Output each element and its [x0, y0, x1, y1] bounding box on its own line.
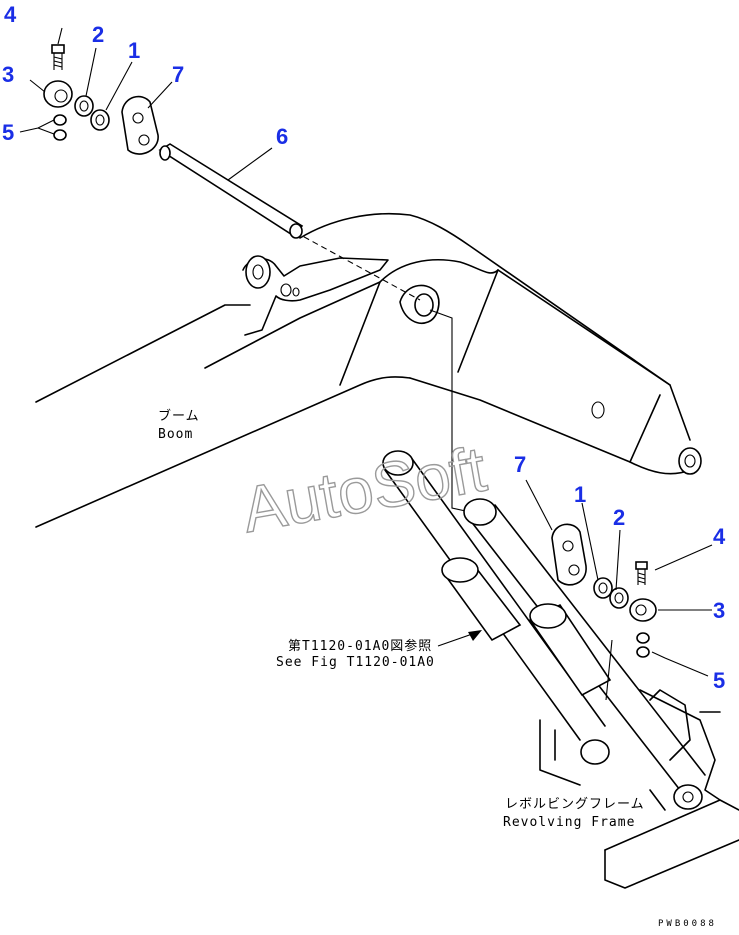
- retainer-plate-icon: [121, 95, 159, 155]
- boom: [35, 212, 702, 528]
- watermark: AutoSoft: [237, 433, 491, 547]
- boom-cylinders: [382, 450, 706, 810]
- shim-icon: [593, 577, 613, 599]
- boom-foot-boss: [245, 255, 271, 289]
- callout-bottom-3: 3: [713, 598, 725, 623]
- see-fig-label-en: See Fig T1120-01A0: [276, 655, 435, 670]
- boom-tip-pin-boss: [678, 447, 702, 475]
- callout-top-7: 7: [172, 62, 184, 87]
- retainer-plate-icon: [551, 523, 587, 586]
- lock-washer-icon: [629, 598, 657, 622]
- shim-icon: [609, 587, 629, 609]
- callout-top-4: 4: [4, 2, 17, 27]
- shim-icon: [74, 95, 94, 117]
- callout-bottom-5: 5: [713, 668, 725, 693]
- leader-boom-to-cylinder: [429, 309, 471, 513]
- callout-bottom-4: 4: [713, 524, 726, 549]
- boom-label-jp: ブーム: [158, 408, 200, 424]
- callout-bottom-1: 1: [574, 482, 586, 507]
- revolving-frame-label-jp: レボルビングフレーム: [505, 797, 645, 812]
- callout-bottom-2: 2: [613, 505, 625, 530]
- top-parts-group: [19, 27, 304, 239]
- boom-label-en: Boom: [158, 427, 193, 442]
- callout-top-1: 1: [128, 38, 140, 63]
- bolt-icon: [51, 44, 65, 70]
- boom-hole: [591, 401, 605, 419]
- nut-icon: [53, 114, 67, 141]
- callout-top-6: 6: [276, 124, 288, 149]
- callout-top-5: 5: [2, 120, 14, 145]
- revolving-frame: [539, 639, 739, 889]
- nut-icon: [636, 632, 650, 658]
- lock-washer-icon: [43, 80, 73, 108]
- bottom-parts-group: [525, 479, 713, 677]
- shim-icon: [90, 109, 110, 131]
- revolving-frame-label-en: Revolving Frame: [503, 815, 635, 830]
- arrow-head-icon: [468, 630, 482, 641]
- pin-icon: [158, 143, 304, 239]
- pin-alignment-line: [294, 231, 421, 301]
- bolt-icon: [635, 561, 648, 585]
- see-fig-label-jp: 第T1120-01A0図参照: [288, 638, 432, 654]
- cylinder-mount-boss: [414, 293, 434, 317]
- callout-bottom-7: 7: [514, 452, 526, 477]
- callout-top-3: 3: [2, 62, 14, 87]
- callout-top-2: 2: [92, 22, 104, 47]
- drawing-code: PWB0088: [658, 919, 717, 929]
